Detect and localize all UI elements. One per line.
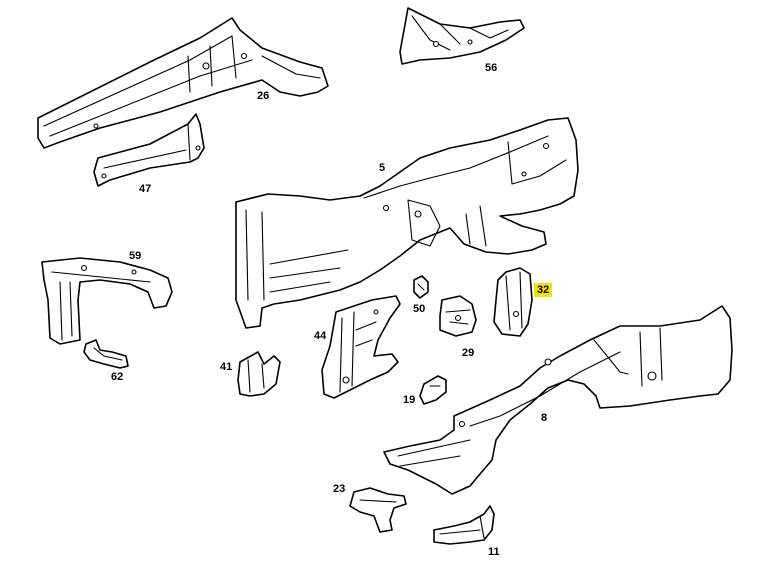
- part-44-support[interactable]: [321, 295, 401, 399]
- callout-44[interactable]: 44: [314, 330, 327, 342]
- part-8-floor-assembly[interactable]: [383, 305, 733, 495]
- part-32-bracket[interactable]: [493, 267, 533, 337]
- part-41-bracket[interactable]: [237, 351, 281, 397]
- callout-59[interactable]: 59: [129, 250, 142, 262]
- part-56-bracket[interactable]: [399, 7, 525, 65]
- part-62-bracket[interactable]: [83, 339, 129, 369]
- callout-62[interactable]: 62: [111, 371, 124, 383]
- callout-41[interactable]: 41: [220, 361, 233, 373]
- callout-8[interactable]: 8: [541, 412, 548, 424]
- part-11-bracket[interactable]: [433, 505, 495, 545]
- part-19-clip[interactable]: [419, 375, 447, 405]
- callout-23[interactable]: 23: [333, 483, 346, 495]
- part-26-frame-rail[interactable]: [37, 17, 329, 149]
- part-23-bracket[interactable]: [349, 487, 407, 533]
- part-47-bracket[interactable]: [93, 113, 205, 187]
- part-5-front-structure[interactable]: [235, 117, 579, 329]
- callout-26[interactable]: 26: [257, 90, 270, 102]
- callout-19[interactable]: 19: [403, 394, 416, 406]
- callout-5[interactable]: 5: [379, 162, 386, 174]
- part-29-bracket[interactable]: [439, 295, 477, 337]
- callout-29[interactable]: 29: [462, 347, 475, 359]
- callout-32[interactable]: 32: [534, 283, 553, 297]
- part-50-clip[interactable]: [413, 275, 429, 299]
- callout-56[interactable]: 56: [485, 62, 498, 74]
- part-59-cross-member[interactable]: [41, 257, 173, 345]
- callout-11[interactable]: 11: [488, 546, 500, 558]
- callout-50[interactable]: 50: [413, 303, 426, 315]
- callout-47[interactable]: 47: [139, 183, 152, 195]
